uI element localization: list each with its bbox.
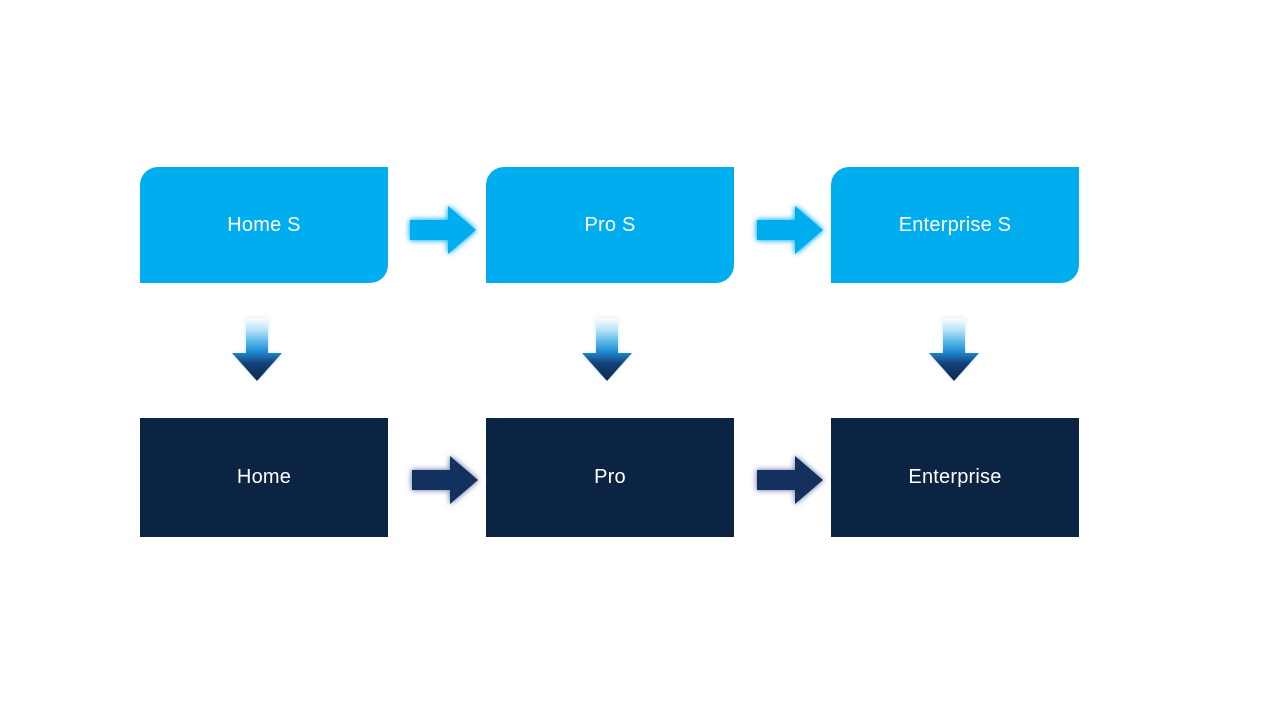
right-arrow-icon (410, 206, 476, 254)
box-home-label: Home (236, 466, 292, 488)
right-arrow-icon (757, 456, 823, 504)
box-home-s-label: Home S (227, 213, 301, 236)
box-home: Home (140, 418, 388, 537)
box-pro: Pro (486, 418, 734, 537)
down-arrow-icon (929, 318, 979, 381)
box-home-s: Home S (140, 167, 388, 283)
box-enterprise-s-label: Enterprise S (898, 213, 1012, 236)
box-enterprise-s: Enterprise S (831, 167, 1079, 283)
right-arrow-icon (757, 206, 823, 254)
box-pro-label: Pro (594, 466, 626, 488)
box-pro-s: Pro S (486, 167, 734, 283)
box-pro-s-label: Pro S (584, 213, 636, 236)
box-enterprise: Enterprise (831, 418, 1079, 537)
right-arrow-icon (412, 456, 478, 504)
down-arrow-icon (232, 318, 282, 381)
box-enterprise-label: Enterprise (908, 466, 1002, 488)
down-arrow-icon (582, 318, 632, 381)
